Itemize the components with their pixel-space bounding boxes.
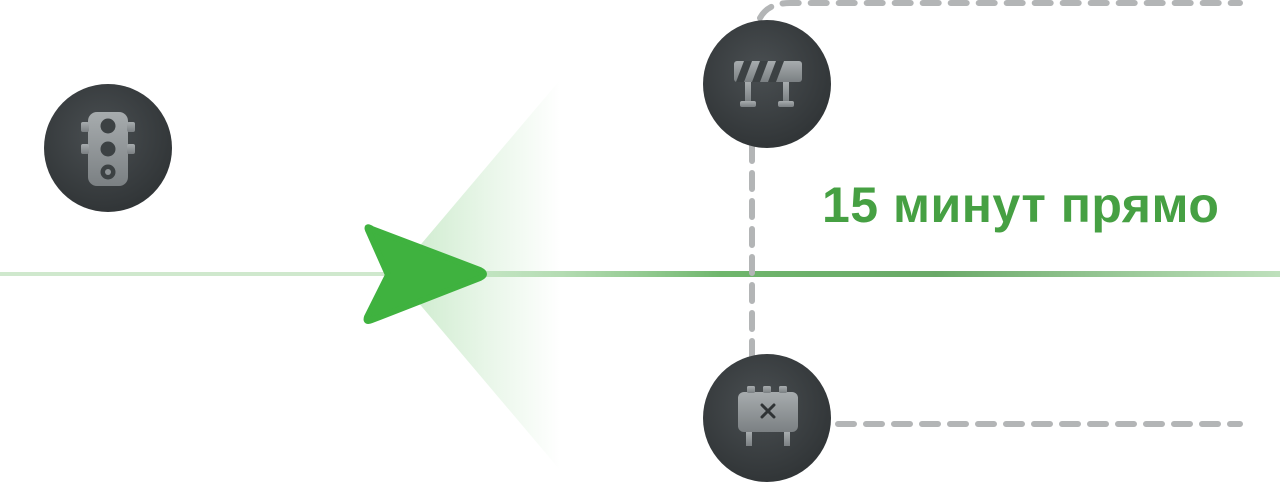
navigation-arrow-icon xyxy=(363,224,487,324)
route-instruction-label: 15 минут прямо xyxy=(822,177,1220,233)
traffic-light-marker xyxy=(44,84,172,212)
dashed-connector-top xyxy=(757,0,1243,21)
traffic-light-icon xyxy=(81,112,135,186)
road-closed-sign-icon xyxy=(738,386,798,446)
road-closed-sign-marker xyxy=(703,354,831,482)
road-barrier-marker xyxy=(703,20,831,148)
route-line-ahead xyxy=(420,271,1280,277)
route-line-past xyxy=(0,272,420,276)
road-barrier-icon xyxy=(734,61,802,107)
